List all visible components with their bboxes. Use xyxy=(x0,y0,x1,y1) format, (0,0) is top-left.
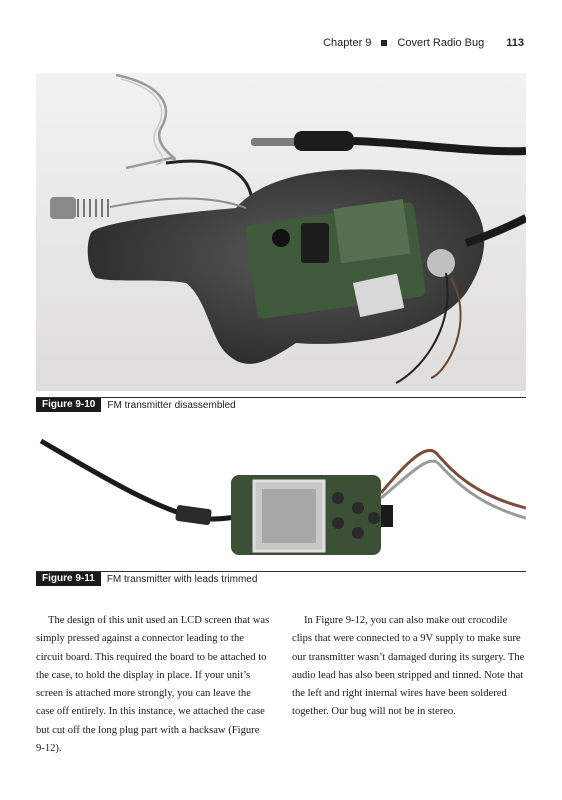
figure-label: Figure 9-10 xyxy=(36,398,102,412)
figure-9-10-photo xyxy=(36,73,526,391)
figure-caption-text: FM transmitter disassembled xyxy=(107,400,236,411)
running-header: Chapter 9 Covert Radio Bug 113 xyxy=(323,37,524,49)
fm-transmitter-disassembled-image xyxy=(36,73,526,391)
figure-9-11-caption: Figure 9-11 FM transmitter with leads tr… xyxy=(36,571,526,586)
fm-transmitter-leads-trimmed-image xyxy=(36,433,526,568)
body-text-columns: The design of this unit used an LCD scre… xyxy=(36,612,526,758)
page-number: 113 xyxy=(506,37,524,49)
figure-9-10-caption: Figure 9-10 FM transmitter disassembled xyxy=(36,397,526,412)
body-paragraph-right: In Figure 9-12, you can also make out cr… xyxy=(292,615,525,718)
header-separator-square xyxy=(381,40,388,46)
body-paragraph-left: The design of this unit used an LCD scre… xyxy=(36,615,270,755)
chapter-title: Covert Radio Bug xyxy=(397,37,485,49)
chapter-label: Chapter 9 xyxy=(323,37,372,49)
figure-label: Figure 9-11 xyxy=(36,572,101,586)
figure-caption-text: FM transmitter with leads trimmed xyxy=(106,574,258,585)
figure-9-11-photo xyxy=(36,433,526,568)
